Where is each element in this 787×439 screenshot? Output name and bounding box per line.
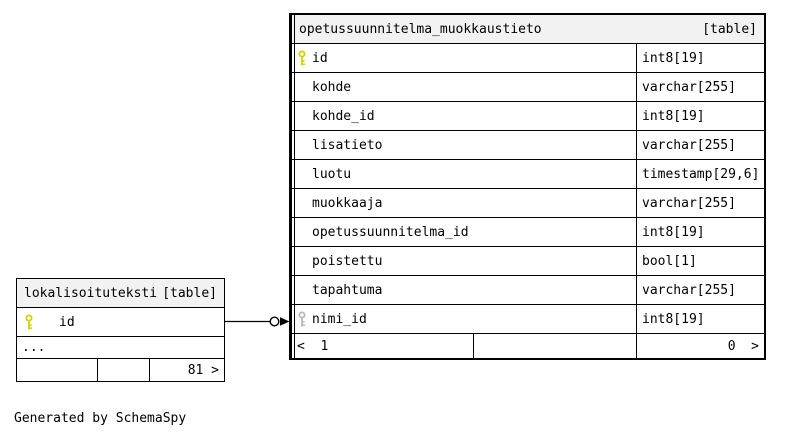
column-name: kohde_id xyxy=(312,108,375,124)
column-name: nimi_id xyxy=(312,311,367,327)
column-row-lisatieto[interactable]: lisatieto varchar[255] xyxy=(292,131,764,160)
primary-key-icon xyxy=(292,44,312,72)
table-header[interactable]: lokalisoituteksti [table] xyxy=(17,279,224,308)
column-name: id xyxy=(312,50,328,66)
column-row-poistettu[interactable]: poistettu bool[1] xyxy=(292,247,764,276)
column-name: poistettu xyxy=(312,253,383,269)
parents-count: 0 > xyxy=(636,334,764,358)
primary-key-icon xyxy=(17,308,41,336)
footer-spacer xyxy=(97,359,149,381)
generated-by-label: Generated by SchemaSpy xyxy=(14,411,187,426)
table-header[interactable]: opetussuunnitelma_muokkaustieto [table] xyxy=(292,15,764,44)
children-count xyxy=(17,359,97,381)
column-row-luotu[interactable]: luotu timestamp[29,6] xyxy=(292,160,764,189)
column-type: int8[19] xyxy=(636,44,764,72)
column-name: opetussuunnitelma_id xyxy=(312,224,469,240)
column-row-id[interactable]: id xyxy=(17,308,224,337)
column-row-id[interactable]: id int8[19] xyxy=(292,44,764,73)
column-name: tapahtuma xyxy=(312,282,383,298)
column-type: varchar[255] xyxy=(636,131,764,159)
table-footer: 81 > xyxy=(17,359,224,381)
column-type: varchar[255] xyxy=(636,276,764,304)
column-type: int8[19] xyxy=(636,218,764,246)
column-type: int8[19] xyxy=(636,305,764,333)
column-row-kohde_id[interactable]: kohde_id int8[19] xyxy=(292,102,764,131)
hidden-columns-ellipsis: ... xyxy=(17,337,224,359)
foreign-key-connector xyxy=(225,316,290,327)
key-icon-placeholder xyxy=(292,218,312,246)
column-name: kohde xyxy=(312,79,352,95)
column-row-tapahtuma[interactable]: tapahtuma varchar[255] xyxy=(292,276,764,305)
column-row-opetussuunnitelma_id[interactable]: opetussuunnitelma_id int8[19] xyxy=(292,218,764,247)
key-icon-placeholder xyxy=(292,102,312,130)
column-row-nimi_id[interactable]: nimi_id int8[19] xyxy=(292,305,764,334)
column-type: timestamp[29,6] xyxy=(636,160,764,188)
column-name: id xyxy=(59,314,75,330)
column-row-muokkaaja[interactable]: muokkaaja varchar[255] xyxy=(292,189,764,218)
table-opetussuunnitelma_muokkaustieto: opetussuunnitelma_muokkaustieto [table] … xyxy=(289,13,766,360)
column-row-kohde[interactable]: kohde varchar[255] xyxy=(292,73,764,102)
column-type: bool[1] xyxy=(636,247,764,275)
key-icon-placeholder xyxy=(292,131,312,159)
column-name: luotu xyxy=(312,166,352,182)
table-lokalisoituteksti: lokalisoituteksti [table] id ... 81 > xyxy=(16,278,225,382)
table-columns: id int8[19] kohde varchar[255] kohde_id int8[… xyxy=(292,44,764,334)
column-type: int8[19] xyxy=(636,102,764,130)
table-footer: < 1 0 > xyxy=(292,334,764,358)
footer-spacer xyxy=(473,334,636,358)
children-count: < 1 xyxy=(297,338,329,354)
key-icon-placeholder xyxy=(292,189,312,217)
column-name: muokkaaja xyxy=(312,195,383,211)
key-icon-placeholder xyxy=(292,276,312,304)
column-name: lisatieto xyxy=(312,137,383,153)
key-icon-placeholder xyxy=(292,73,312,101)
foreign-key-icon xyxy=(292,305,312,333)
table-name: lokalisoituteksti xyxy=(24,285,158,301)
key-icon-placeholder xyxy=(292,160,312,188)
column-type: varchar[255] xyxy=(636,73,764,101)
parents-count: 81 > xyxy=(149,359,224,381)
key-icon-placeholder xyxy=(292,247,312,275)
table-tag: [table] xyxy=(702,21,757,37)
table-name: opetussuunnitelma_muokkaustieto xyxy=(299,21,542,37)
table-tag: [table] xyxy=(162,285,217,301)
table-columns: id xyxy=(17,308,224,337)
column-type: varchar[255] xyxy=(636,189,764,217)
